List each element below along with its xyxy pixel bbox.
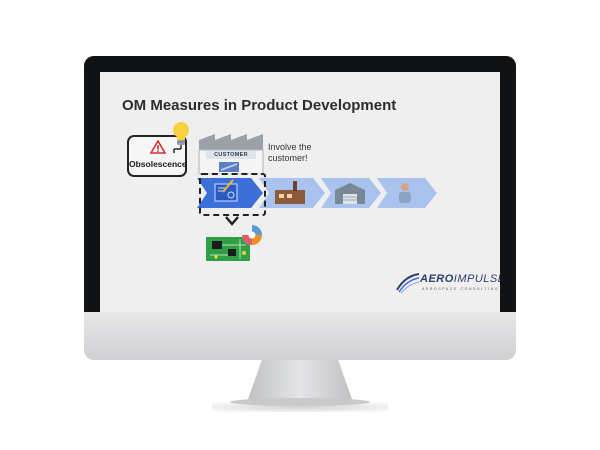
monitor-foot <box>230 398 370 406</box>
monitor-foot-shadow <box>212 402 388 412</box>
lightbulb-icon <box>173 122 189 153</box>
monitor-stand <box>247 360 353 402</box>
warning-icon <box>150 140 166 154</box>
design-phase-highlight <box>199 173 266 216</box>
circuit-board-icon <box>206 225 262 261</box>
design-blueprint-icon <box>214 179 238 202</box>
logo-name-part1: AERO <box>420 273 454 285</box>
process-chevrons <box>197 178 437 208</box>
slide-title: OM Measures in Product Development <box>122 97 397 114</box>
involve-customer-text: Involve the customer! <box>268 142 328 164</box>
logo-name-part2: IMPULSE <box>453 273 500 285</box>
logo-tagline: AEROSPACE CONSULTING <box>422 287 500 291</box>
warehouse-icon <box>335 183 365 204</box>
monitor-chin <box>84 312 516 360</box>
operator-icon <box>399 183 411 203</box>
aeroimpulse-logo-icon <box>396 273 420 294</box>
gear-icon <box>242 225 262 245</box>
involve-line-1: Involve the <box>268 142 312 152</box>
involve-line-2: customer! <box>268 153 308 163</box>
obsolescence-label: Obsolescence <box>129 159 187 169</box>
manufacturing-plant-icon <box>275 181 305 204</box>
chevron-down-icon <box>225 216 239 226</box>
logo-wordmark: AEROIMPULSE <box>420 273 500 285</box>
customer-sign: CUSTOMER <box>206 151 256 159</box>
monitor-screen: OM Measures in Product Development Obsol… <box>100 72 500 312</box>
